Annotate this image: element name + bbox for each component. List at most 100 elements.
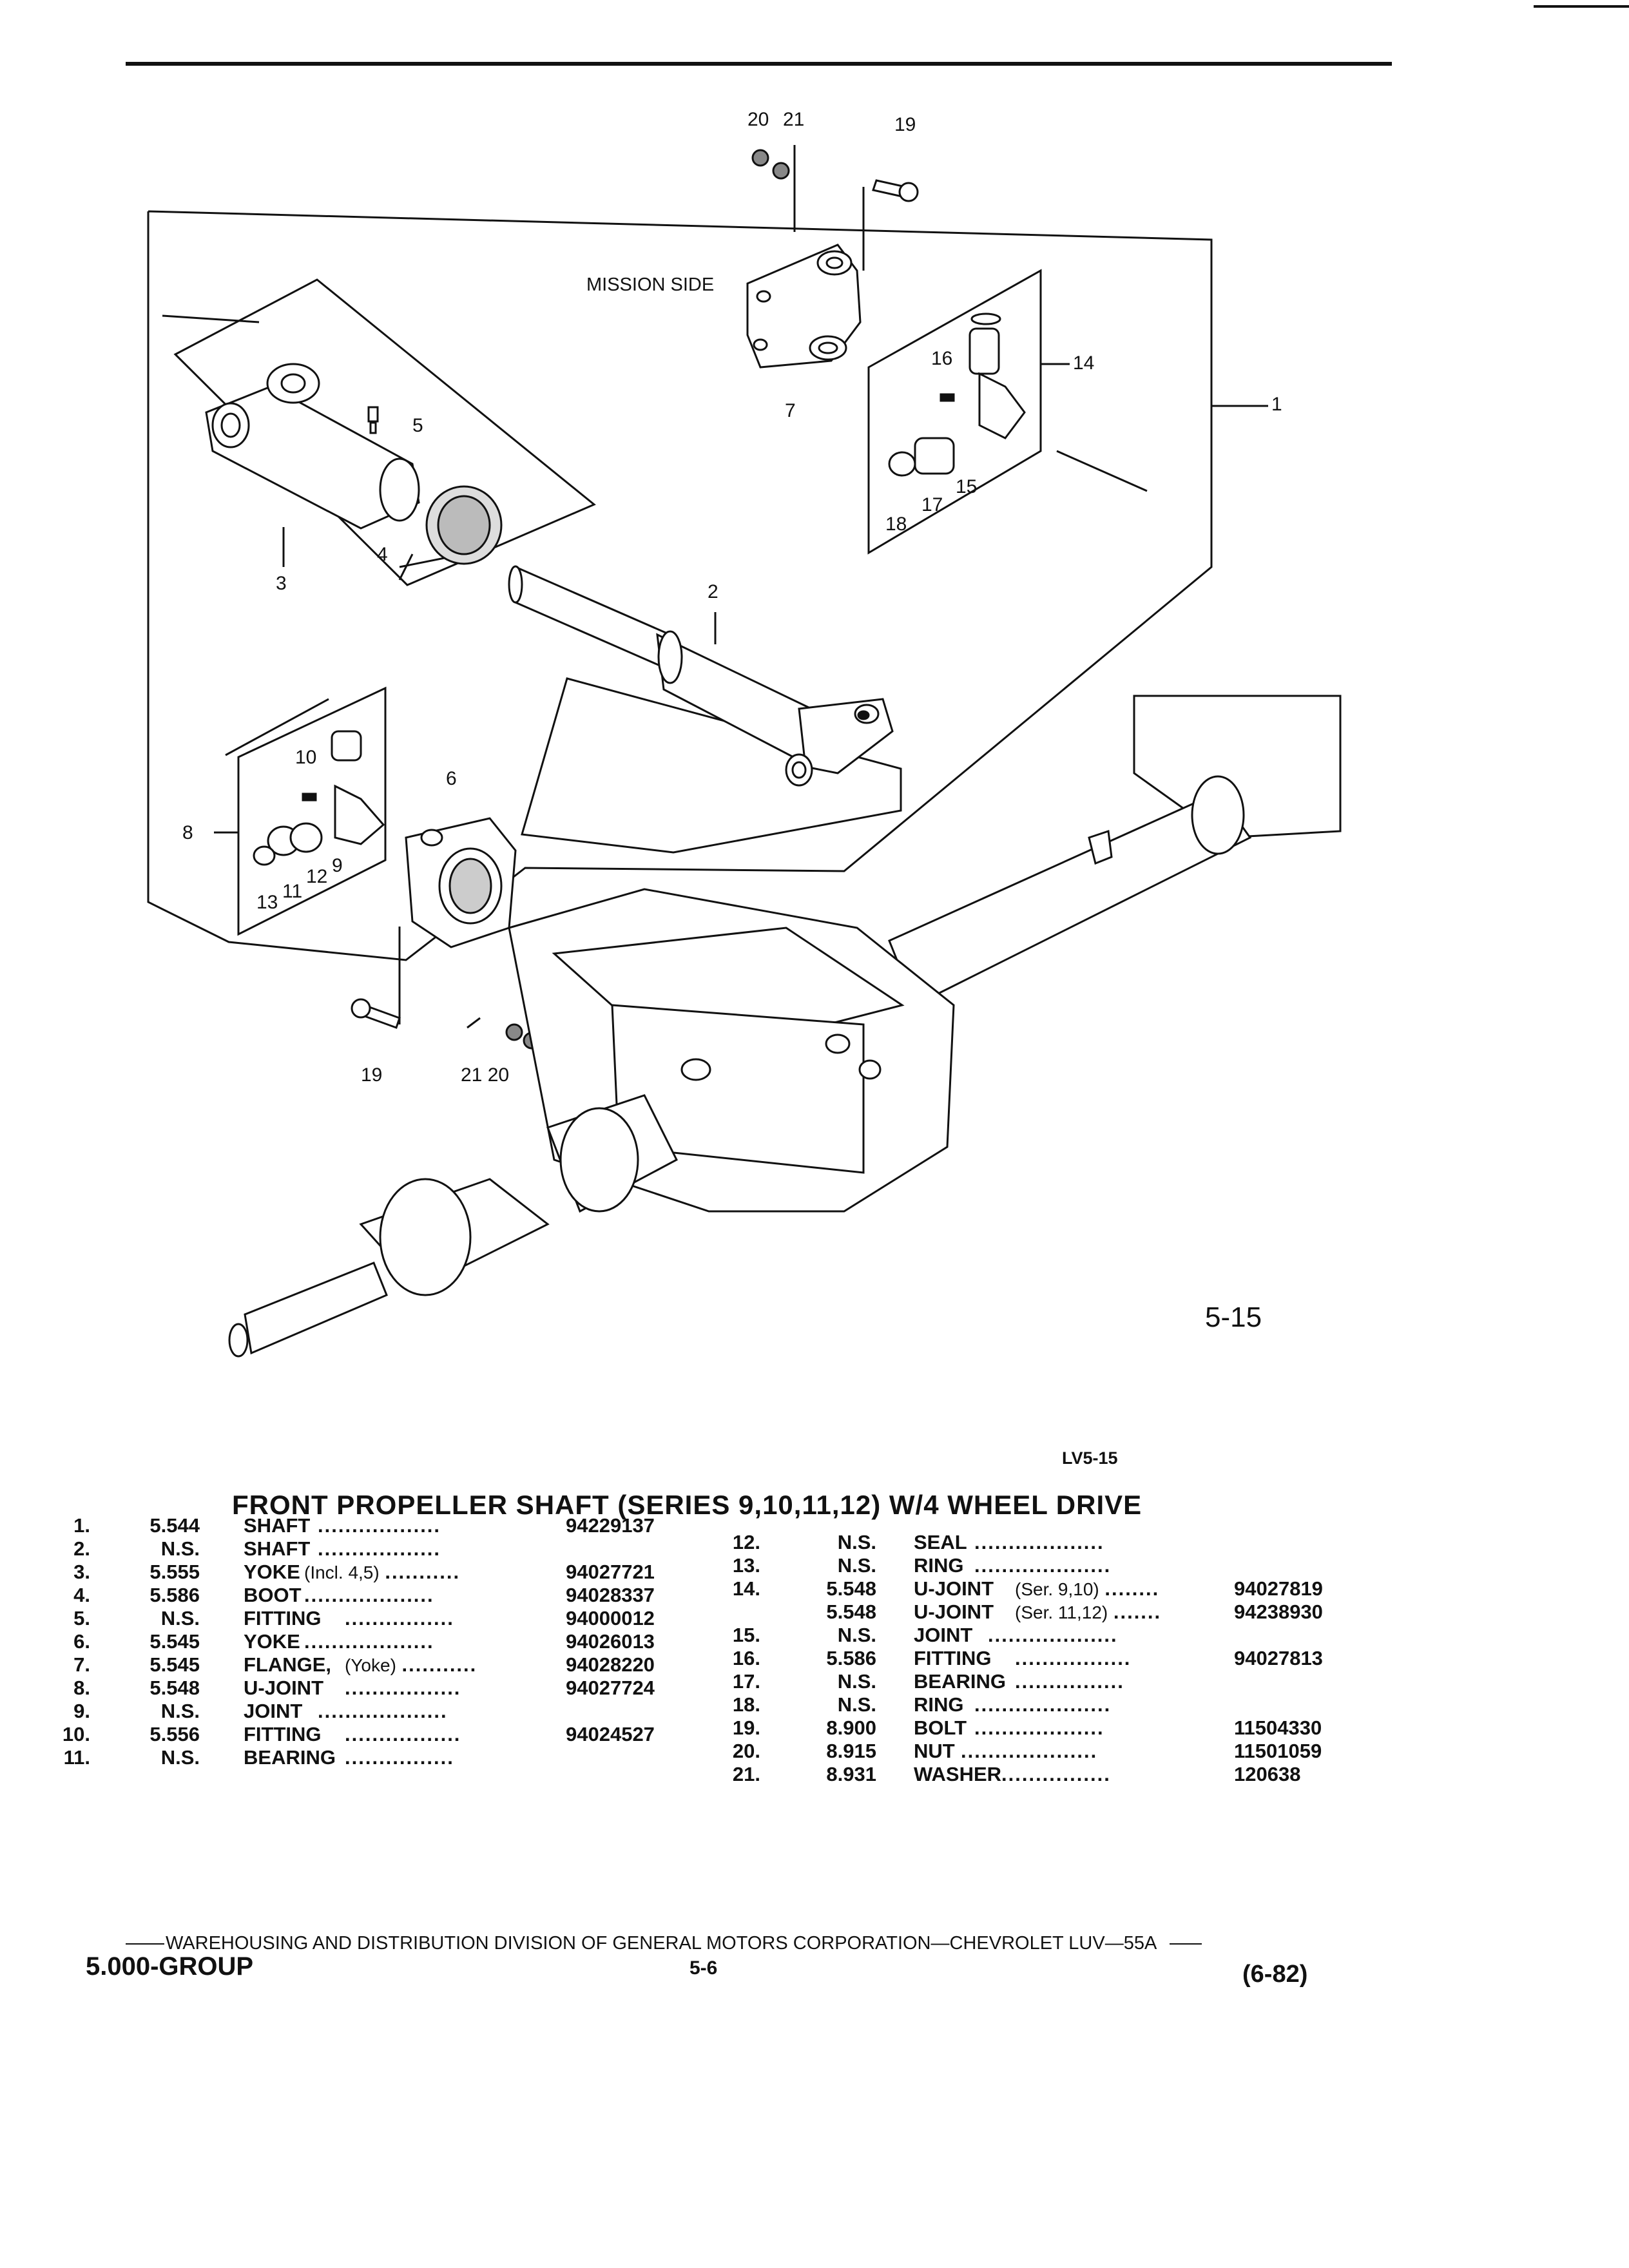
part-name-suffix: (Yoke) ........... <box>345 1653 477 1677</box>
part-catalog-number: 94027813 <box>1234 1647 1323 1669</box>
part-name-suffix: ................ <box>1001 1763 1111 1786</box>
part-name-suffix: ................. <box>345 1723 461 1746</box>
callout-9: 9 <box>332 855 343 876</box>
part-number-index: 5. <box>73 1607 90 1629</box>
part-group: 5.556 <box>149 1723 200 1745</box>
top-fasteners-illustration <box>751 149 919 202</box>
leader-dots: ........... <box>385 1561 461 1583</box>
leader-dots: .................. <box>318 1537 441 1560</box>
part-note: (Ser. 11,12) <box>1015 1602 1108 1622</box>
callout-1: 1 <box>1271 394 1282 415</box>
ujoint8-illustration <box>253 730 385 866</box>
part-name: FITTING <box>914 1647 992 1669</box>
part-group: N.S. <box>160 1746 200 1769</box>
part-catalog-number: 94000012 <box>566 1607 655 1629</box>
part-group: N.S. <box>160 1700 200 1722</box>
part-name: YOKE <box>244 1561 300 1583</box>
part-group: 5.545 <box>149 1653 200 1676</box>
leader-dots: ................. <box>345 1723 461 1745</box>
part-name-suffix: ................... <box>974 1531 1104 1554</box>
part-group: 5.586 <box>826 1647 876 1669</box>
part-group: 8.915 <box>826 1740 876 1762</box>
leader-dots: ................... <box>304 1630 434 1653</box>
corner-rule <box>1534 5 1629 8</box>
part-catalog-number: 94028337 <box>566 1584 655 1606</box>
part-group: N.S. <box>160 1607 200 1629</box>
callout-5: 5 <box>412 415 423 436</box>
part-group: N.S. <box>160 1537 200 1560</box>
callout-10: 10 <box>295 747 316 768</box>
callout-6: 6 <box>446 768 457 789</box>
part-number-index: 13. <box>732 1554 760 1577</box>
callout-21-top: 21 <box>783 109 804 130</box>
part-group: N.S. <box>837 1554 876 1577</box>
part-name: YOKE <box>244 1630 300 1653</box>
part-name: SHAFT <box>244 1514 311 1537</box>
part-number-index: 4. <box>73 1584 90 1606</box>
ujoint14-illustration <box>888 312 1026 477</box>
part-name: JOINT <box>244 1700 303 1722</box>
axle-differential-illustration <box>228 695 1342 1358</box>
callout-16: 16 <box>931 348 952 369</box>
part-number-index: 3. <box>73 1561 90 1583</box>
header-rule <box>126 62 1392 66</box>
part-group: 5.544 <box>149 1514 200 1537</box>
part-group: 5.548 <box>826 1600 876 1623</box>
leader-dots: ................ <box>1015 1670 1124 1693</box>
part-name-suffix: ................... <box>304 1630 434 1653</box>
part-number-index: 12. <box>732 1531 760 1553</box>
part-name: BEARING <box>914 1670 1006 1693</box>
part-name-suffix: ................... <box>988 1624 1118 1647</box>
leader-dots: ....... <box>1113 1600 1162 1623</box>
part-number-index: 11. <box>63 1746 90 1769</box>
part-name-suffix: .................... <box>974 1554 1111 1577</box>
part-name: WASHER <box>914 1763 1002 1785</box>
part-name: FLANGE, <box>244 1653 332 1676</box>
flange-illustration <box>746 244 862 369</box>
part-name: BOOT <box>244 1584 302 1606</box>
part-name-suffix: (Ser. 9,10) ........ <box>1015 1577 1159 1600</box>
part-group: N.S. <box>837 1624 876 1646</box>
callout-11: 11 <box>282 881 302 902</box>
yoke-with-boot-illustration <box>205 363 503 565</box>
part-name: JOINT <box>914 1624 973 1646</box>
part-name-suffix: .................. <box>318 1514 441 1537</box>
ujoint14-box <box>867 269 1042 555</box>
callout-7: 7 <box>785 400 796 421</box>
part-catalog-number: 11504330 <box>1234 1716 1322 1739</box>
figure-number: 5-15 <box>1205 1302 1262 1333</box>
callout-8: 8 <box>182 822 193 843</box>
part-name: NUT <box>914 1740 955 1762</box>
page-number: 5-6 <box>689 1957 718 1979</box>
part-group: 5.586 <box>149 1584 200 1606</box>
ujoint8-box <box>237 686 387 936</box>
part-group: 8.931 <box>826 1763 876 1785</box>
part-name: RING <box>914 1554 964 1577</box>
part-name: SEAL <box>914 1531 967 1553</box>
part-name: BOLT <box>914 1716 967 1739</box>
exploded-parts-diagram: 20 21 19 MISSION SIDE 16 14 1 5 15 17 18… <box>147 109 1342 1358</box>
leader-dots: .................... <box>974 1554 1112 1577</box>
part-name: SHAFT <box>244 1537 311 1560</box>
part-number-index: 17. <box>732 1670 760 1693</box>
part-number-index: 20. <box>732 1740 760 1762</box>
footer-text: WAREHOUSING AND DISTRIBUTION DIVISION OF… <box>166 1933 1157 1954</box>
part-catalog-number: 94024527 <box>566 1723 655 1745</box>
part-catalog-number: 120638 <box>1234 1763 1301 1785</box>
callout-4: 4 <box>377 544 388 565</box>
part-name-suffix: ................. <box>345 1677 461 1700</box>
leader-dots: ................... <box>318 1700 448 1722</box>
part-number-index: 1. <box>73 1514 90 1537</box>
leader-dots: ................ <box>345 1746 454 1769</box>
part-group: 5.548 <box>826 1577 876 1600</box>
part-group: N.S. <box>837 1531 876 1553</box>
part-name-suffix: ................. <box>1015 1647 1131 1670</box>
callout-19-bottom: 19 <box>361 1064 382 1086</box>
